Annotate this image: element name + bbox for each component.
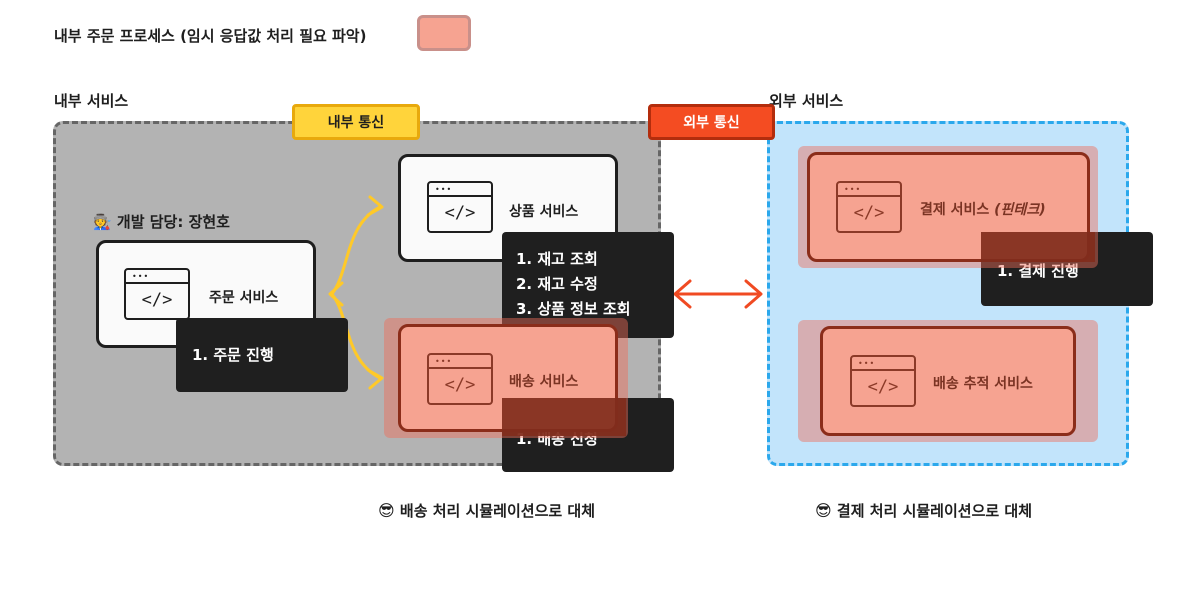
order-service-note: 1. 주문 진행 [176, 318, 348, 392]
legend-label: 내부 주문 프로세스 (임시 응답값 처리 필요 파악) [54, 27, 367, 45]
arrowhead-shipping [366, 368, 384, 390]
arrowhead-product [366, 195, 384, 217]
tracking-service-label: 배송 추적 서비스 [933, 376, 1033, 392]
code-window-icon: ••• </> [427, 353, 493, 405]
shipping-simulation-note: 😎 배송 처리 시뮬레이션으로 대체 [378, 500, 595, 521]
payment-note-overlay [981, 232, 1095, 262]
arrowhead-order [328, 281, 344, 307]
note-item: 1. 재고 조회 [516, 250, 598, 268]
developer-label: 🧑‍🏭 개발 담당: 장현호 [93, 211, 230, 232]
product-service-label: 상품 서비스 [509, 204, 579, 220]
payment-service-suffix: (핀테크) [994, 202, 1046, 218]
arrowhead-right [744, 279, 763, 309]
payment-service-name: 결제 서비스 [920, 202, 990, 218]
order-service-label: 주문 서비스 [209, 290, 279, 306]
internal-zone-label: 내부 서비스 [54, 92, 129, 110]
code-window-icon: ••• </> [836, 181, 902, 233]
payment-service-label: 결제 서비스 (핀테크) [920, 199, 1046, 219]
legend-swatch [417, 15, 471, 51]
note-item: 2. 재고 수정 [516, 275, 598, 293]
note-item: 3. 상품 정보 조회 [516, 300, 631, 318]
external-zone-label: 외부 서비스 [769, 92, 844, 110]
payment-simulation-text: 결제 처리 시뮬레이션으로 대체 [836, 502, 1032, 520]
arrowhead-left [673, 279, 692, 309]
code-window-icon: ••• </> [850, 355, 916, 407]
code-window-icon: ••• </> [427, 181, 493, 233]
shipping-simulation-text: 배송 처리 시뮬레이션으로 대체 [399, 502, 595, 520]
developer-emoji: 🧑‍🏭 [93, 213, 112, 231]
payment-simulation-note: 😎 결제 처리 시뮬레이션으로 대체 [815, 500, 1032, 521]
note-item: 1. 결제 진행 [997, 262, 1079, 280]
product-service-note: 1. 재고 조회 2. 재고 수정 3. 상품 정보 조회 [502, 232, 674, 338]
sunglasses-icon: 😎 [815, 501, 832, 520]
code-window-icon: ••• </> [124, 268, 190, 320]
tracking-service-box: ••• </> 배송 추적 서비스 [820, 326, 1076, 436]
external-communication-tag: 외부 통신 [648, 104, 775, 140]
shipping-service-label: 배송 서비스 [509, 374, 579, 390]
developer-name: 개발 담당: 장현호 [116, 213, 230, 231]
arrow-order-to-product [330, 205, 382, 296]
shipping-note-overlay [502, 398, 626, 436]
sunglasses-icon: 😎 [378, 501, 395, 520]
note-item: 1. 주문 진행 [192, 346, 274, 364]
internal-communication-tag: 내부 통신 [292, 104, 420, 140]
